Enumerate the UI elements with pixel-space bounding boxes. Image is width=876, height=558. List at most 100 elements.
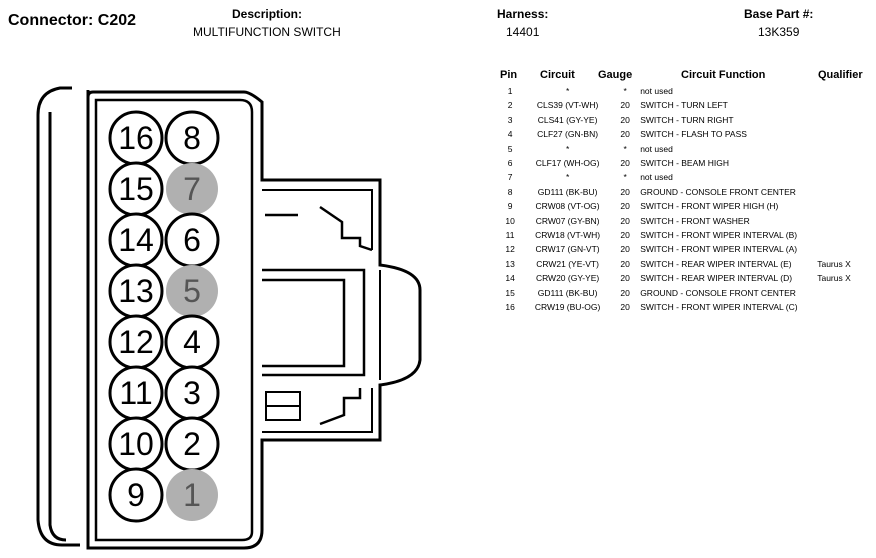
harness-value: 14401 <box>506 25 540 39</box>
pin-15-label: 15 <box>118 171 154 207</box>
pin-cell: 13 <box>505 258 515 269</box>
pin-5-circle <box>166 265 218 317</box>
pin-13-label: 13 <box>118 273 154 309</box>
gauge-cell: * <box>623 86 627 96</box>
pin-cell: 7 <box>507 172 513 183</box>
gauge-cell: 20 <box>620 215 630 226</box>
table-row: 7**not used <box>497 170 876 184</box>
circuit-cell: GD111 (BK-BU) <box>537 186 598 197</box>
connector-title: Connector: C202 <box>8 12 137 29</box>
table-row: 11 CRW18 (VT-WH) 20 SWITCH - FRONT WIPER IN… <box>497 228 876 242</box>
gauge-cell: 20 <box>620 201 630 212</box>
pin-8-label: 8 <box>183 120 201 156</box>
qualifier-cell: Taurus X <box>817 273 851 284</box>
pin-cell: 10 <box>505 215 515 226</box>
circuit-cell: CRW17 (GN-VT) <box>535 244 600 255</box>
circuit-cell: CRW18 (VT-WH) <box>535 230 601 241</box>
description-value: MULTIFUNCTION SWITCH <box>193 25 341 39</box>
pin-cell: 11 <box>505 230 515 241</box>
circuit-cell: CLS39 (VT-WH) <box>536 100 599 111</box>
circuit-cell: CRW20 (GY-YE) <box>535 273 600 284</box>
function-cell: SWITCH - FRONT WIPER INTERVAL (C) <box>640 302 798 313</box>
circuit-cell: CRW19 (BU-OG) <box>534 302 601 313</box>
pin-cell: 16 <box>505 302 515 313</box>
circuit-cell: CRW21 (YE-VT) <box>536 258 599 269</box>
column-header-function: Circuit Function <box>681 69 766 81</box>
function-cell: SWITCH - FLASH TO PASS <box>640 129 747 140</box>
gauge-cell: 20 <box>620 302 630 313</box>
gauge-cell: 20 <box>620 186 630 197</box>
harness-label: Harness: <box>497 7 549 21</box>
circuit-cell: CRW07 (GY-BN) <box>535 215 600 226</box>
pin-cell: 4 <box>507 129 513 140</box>
pin-14-label: 14 <box>118 222 154 258</box>
pin-cell: 3 <box>507 114 513 125</box>
function-cell: SWITCH - TURN RIGHT <box>640 114 734 125</box>
circuit-cell: * <box>565 172 570 183</box>
gauge-cell: 20 <box>620 230 630 241</box>
function-cell: not used <box>640 86 673 96</box>
column-header-qualifier: Qualifier <box>818 69 863 81</box>
table-row: 16 CRW19 (BU-OG) 20 SWITCH - FRONT WIPER IN… <box>497 300 876 314</box>
function-cell: SWITCH - BEAM HIGH <box>640 158 729 169</box>
circuit-cell: * <box>565 86 570 96</box>
function-cell: GROUND - CONSOLE FRONT CENTER <box>640 287 796 298</box>
table-row: 5**not used <box>497 142 876 156</box>
function-cell: SWITCH - TURN LEFT <box>640 100 728 111</box>
gauge-cell: 20 <box>620 244 630 255</box>
pin-cell: 2 <box>507 100 513 111</box>
function-cell: SWITCH - FRONT WIPER INTERVAL (A) <box>640 244 798 255</box>
pin-cell: 6 <box>507 158 513 169</box>
table-row: 10 CRW07 (GY-BN) 20 SWITCH - FRONT WASHER <box>497 214 876 228</box>
pin-16-label: 16 <box>118 120 154 156</box>
gauge-cell: 20 <box>620 129 630 140</box>
gauge-cell: 20 <box>620 258 630 269</box>
function-cell: GROUND - CONSOLE FRONT CENTER <box>640 186 796 197</box>
function-cell: SWITCH - FRONT WIPER HIGH (H) <box>640 201 779 212</box>
table-row: 6 CLF17 (WH-OG) 20 SWITCH - BEAM HIGH <box>497 156 876 170</box>
pin-12-label: 12 <box>118 324 154 360</box>
function-cell: SWITCH - FRONT WIPER INTERVAL (B) <box>640 230 798 241</box>
pin-cell: 9 <box>507 201 513 212</box>
pin-9-label: 9 <box>127 477 145 513</box>
circuit-cell: CRW08 (VT-OG) <box>535 201 600 212</box>
circuit-cell: CLF27 (GN-BN) <box>537 129 599 140</box>
circuit-cell: CLS41 (GY-YE) <box>537 114 598 125</box>
pin-cell: 1 <box>507 86 513 96</box>
pin-cell: 14 <box>505 273 515 284</box>
table-row: 4 CLF27 (GN-BN) 20 SWITCH - FLASH TO PASS <box>497 127 876 141</box>
pin-cell: 5 <box>507 143 513 154</box>
pin-2-label: 2 <box>183 426 201 462</box>
gauge-cell: * <box>623 143 627 154</box>
column-header-gauge: Gauge <box>598 69 633 81</box>
function-cell: SWITCH - FRONT WASHER <box>640 215 750 226</box>
column-header-circuit: Circuit <box>540 69 575 81</box>
table-row: 1 * * not used <box>497 84 876 98</box>
pin-5-label: 5 <box>183 273 201 309</box>
gauge-cell: 20 <box>620 273 630 284</box>
pin-9-circle <box>108 467 164 523</box>
gauge-cell: 20 <box>620 158 630 169</box>
qualifier-cell: Taurus X <box>817 258 851 269</box>
pin-1-label: 1 <box>183 477 201 513</box>
base-part-label: Base Part #: <box>744 7 814 21</box>
pin-1-circle <box>166 469 218 521</box>
pin-3-label: 3 <box>183 375 201 411</box>
circuit-cell: GD111 (BK-BU) <box>537 287 598 298</box>
column-header-pin: Pin <box>500 69 518 81</box>
pin-6-label: 6 <box>183 222 201 258</box>
table-row: 2 CLS39 (VT-WH) 20 SWITCH - TURN LEFT <box>497 98 876 112</box>
circuit-cell: CLF17 (WH-OG) <box>535 158 600 169</box>
function-cell: SWITCH - REAR WIPER INTERVAL (E) <box>640 258 792 269</box>
gauge-cell: 20 <box>620 100 630 111</box>
pin-4-label: 4 <box>183 324 201 360</box>
